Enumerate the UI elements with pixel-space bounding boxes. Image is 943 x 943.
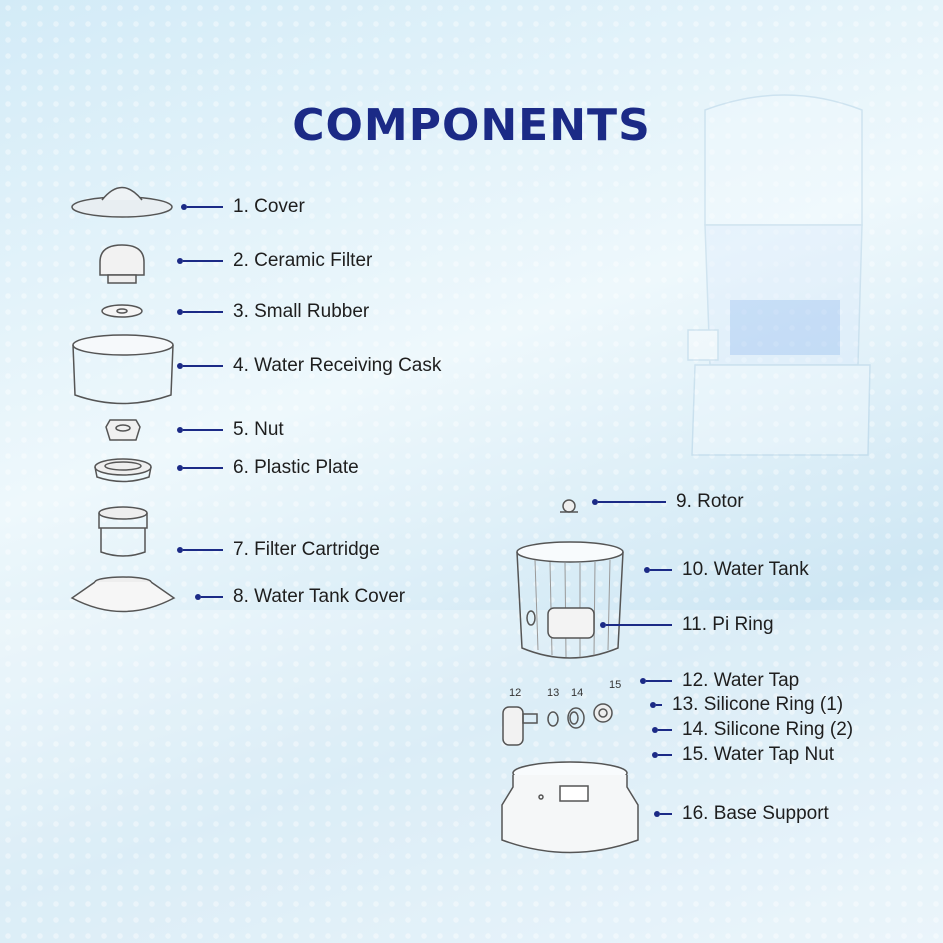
part-number-13: 13 bbox=[547, 687, 560, 699]
label-filter-cartridge: 7. Filter Cartridge bbox=[177, 538, 380, 562]
label-nut: 5. Nut bbox=[177, 418, 284, 442]
label-water-tap-nut: 15. Water Tap Nut bbox=[652, 743, 834, 767]
label-water-tank-cover: 8. Water Tank Cover bbox=[195, 585, 405, 609]
rotor-drawing bbox=[560, 499, 578, 513]
label-ceramic-filter: 2. Ceramic Filter bbox=[177, 249, 372, 273]
silicone-ring-1-drawing bbox=[547, 711, 559, 727]
background-band bbox=[0, 610, 943, 943]
nut-drawing bbox=[105, 419, 141, 441]
base-support-drawing bbox=[501, 761, 639, 854]
label-small-rubber: 3. Small Rubber bbox=[177, 300, 369, 324]
label-plastic-plate: 6. Plastic Plate bbox=[177, 456, 359, 480]
small-rubber-drawing bbox=[101, 304, 143, 318]
water-tank-drawing bbox=[516, 541, 624, 659]
part-number-15: 15 bbox=[609, 679, 622, 691]
filter-cartridge-drawing bbox=[98, 506, 148, 557]
label-pi-ring: 11. Pi Ring bbox=[600, 613, 774, 637]
water-tap-nut-drawing bbox=[593, 703, 613, 723]
label-base-support: 16. Base Support bbox=[654, 802, 829, 826]
cask-drawing bbox=[72, 334, 174, 405]
label-cover: 1. Cover bbox=[181, 195, 305, 219]
cover-drawing bbox=[71, 186, 173, 218]
part-number-14: 14 bbox=[571, 687, 584, 699]
silicone-ring-2-drawing bbox=[567, 707, 585, 729]
ceramic-filter-drawing bbox=[99, 244, 145, 284]
label-rotor: 9. Rotor bbox=[592, 490, 744, 514]
label-water-receiving-cask: 4. Water Receiving Cask bbox=[177, 354, 441, 378]
water-tank-cover-drawing bbox=[70, 576, 176, 613]
label-silicone-ring-2: 14. Silicone Ring (2) bbox=[652, 718, 853, 742]
page-title: COMPONENTS bbox=[292, 100, 651, 151]
dispenser-photo bbox=[687, 94, 871, 456]
water-tap-drawing bbox=[502, 706, 538, 746]
label-silicone-ring-1: 13. Silicone Ring (1) bbox=[650, 693, 843, 717]
label-water-tap: 12. Water Tap bbox=[640, 669, 799, 693]
label-water-tank: 10. Water Tank bbox=[644, 558, 809, 582]
part-number-12: 12 bbox=[509, 687, 522, 699]
plastic-plate-drawing bbox=[94, 458, 152, 483]
